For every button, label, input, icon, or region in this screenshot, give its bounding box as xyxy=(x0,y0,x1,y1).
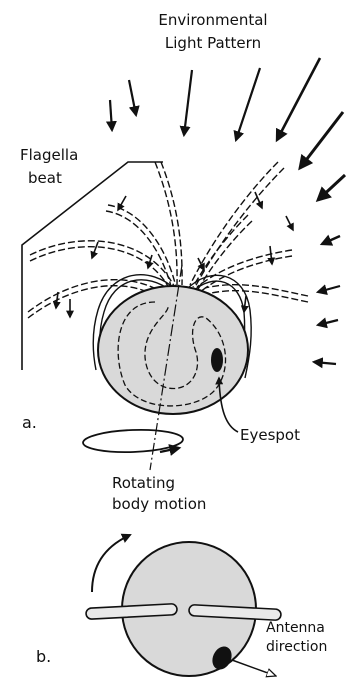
cell-body-b xyxy=(86,542,281,676)
antenna-direction-arrow xyxy=(232,660,276,676)
eyespot-label: Eyespot xyxy=(240,426,300,444)
panel-b-label: b. xyxy=(36,647,51,666)
rotation-arrow-b xyxy=(92,535,130,592)
rotation-label-line1: Rotating xyxy=(112,474,175,492)
light-pattern-label-line1: Environmental xyxy=(158,11,267,29)
light-pattern-label-line2: Light Pattern xyxy=(165,34,261,52)
antenna-label-line1: Antenna xyxy=(266,620,325,636)
antenna-label-line2: direction xyxy=(266,639,327,655)
flagella-beat-label-line1: Flagella xyxy=(20,146,78,164)
rotation-label-line2: body motion xyxy=(112,495,206,513)
panel-a-label: a. xyxy=(22,413,37,432)
eyespot-icon xyxy=(211,348,223,372)
flagella-beat-label-line2: beat xyxy=(28,169,62,187)
cell-body-a xyxy=(98,265,248,470)
rotation-indicator xyxy=(83,428,184,453)
